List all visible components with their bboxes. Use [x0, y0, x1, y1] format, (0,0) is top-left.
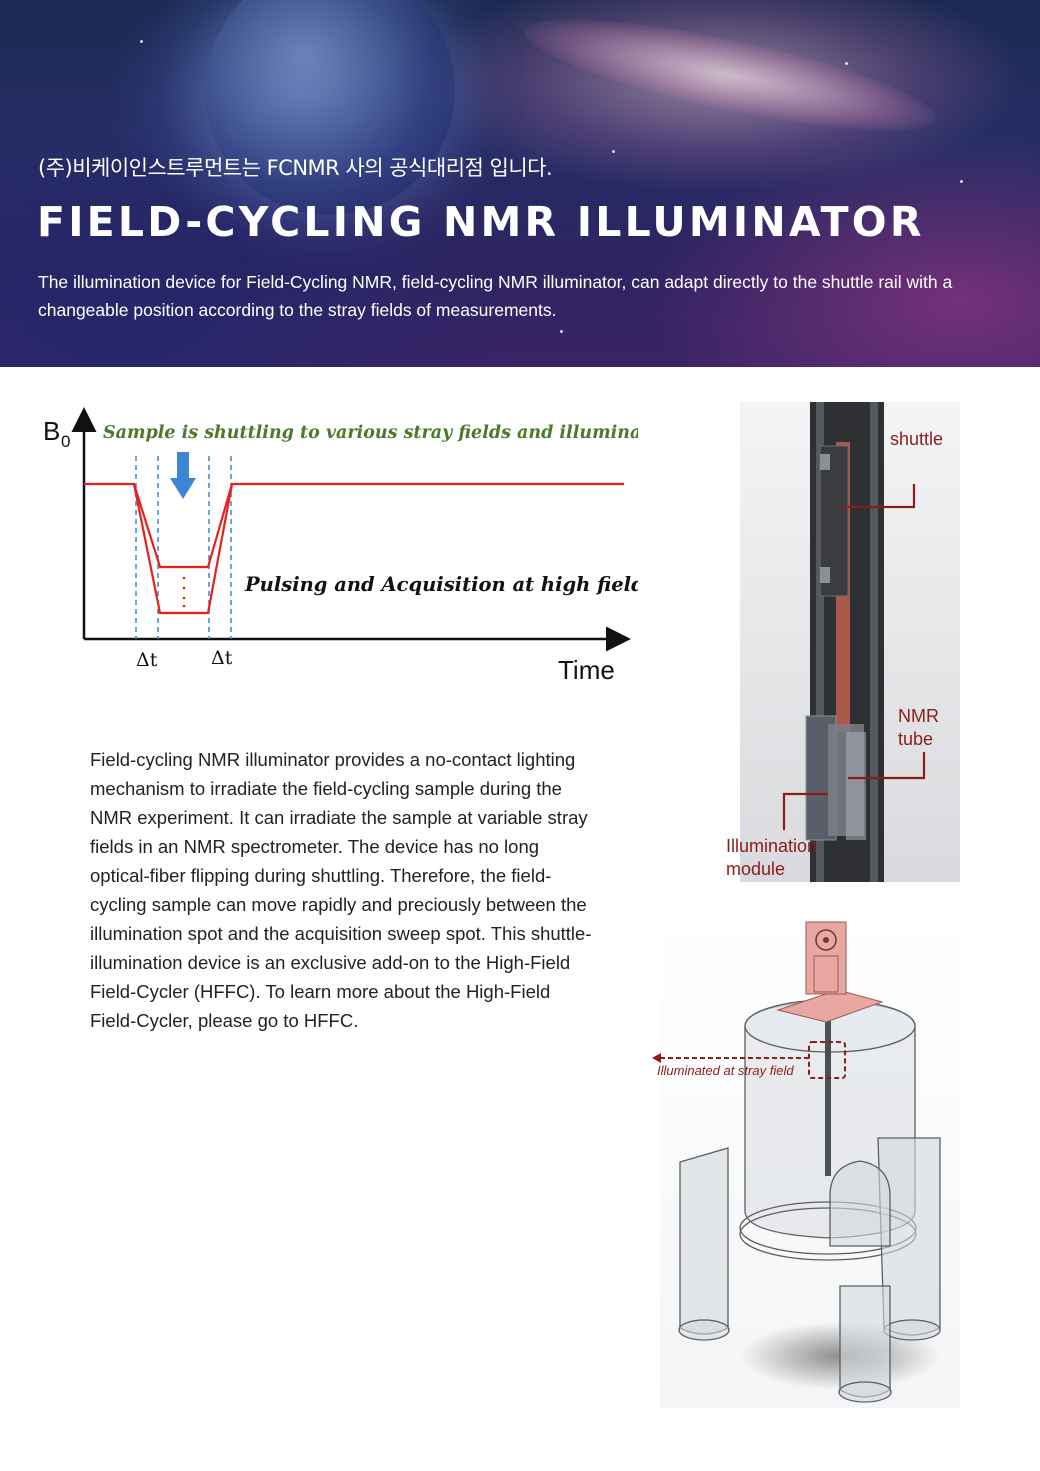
delta-t-right: Δt: [211, 647, 233, 669]
field-cycling-diagram: B 0 Time Sample is shuttling to various …: [38, 400, 638, 700]
caption-acquisition: Pulsing and Acquisition at high field: [244, 573, 638, 596]
y-axis-label-subscript: 0: [61, 432, 70, 451]
nmr-leader-line: [848, 752, 926, 780]
illumination-leader-line: [782, 792, 828, 830]
stray-field-highlight: [808, 1041, 846, 1079]
intermediate-levels: [182, 576, 186, 608]
star-dot: [560, 330, 563, 333]
y-axis-label: B: [43, 416, 60, 446]
x-axis-label: Time: [558, 655, 615, 685]
star-dot: [612, 150, 615, 153]
star-dot: [960, 180, 963, 183]
magnet-legs: [678, 1137, 941, 1403]
top-mount: [776, 921, 884, 1023]
hero-description: The illumination device for Field-Cyclin…: [38, 272, 953, 320]
magnet-figure: Illuminated at stray field: [650, 916, 960, 1408]
caption-shuttling: Sample is shuttling to various stray fie…: [103, 423, 638, 443]
field-curve-low: [84, 482, 624, 615]
page-title: FIELD-CYCLING NMR ILLUMINATOR: [37, 198, 925, 246]
star-dot: [140, 40, 143, 43]
label-nmr-line2: tube: [898, 729, 934, 749]
sample-tube: [825, 1008, 831, 1176]
label-nmr-line1: NMR: [898, 706, 939, 726]
label-shuttle: shuttle: [890, 429, 944, 449]
arrow-head-icon: [652, 1053, 661, 1063]
shuttle-leader-line: [842, 484, 916, 509]
hero-banner: (주)비케이인스트루먼트는 FCNMR 사의 공식대리점 입니다. FIELD-…: [0, 0, 1040, 367]
label-illumination-line1: Illumination: [726, 836, 818, 856]
stray-field-label: Illuminated at stray field: [657, 1063, 794, 1078]
distributor-notice: (주)비케이인스트루먼트는 FCNMR 사의 공식대리점 입니다.: [38, 156, 553, 180]
label-illumination-line2: module: [726, 859, 786, 879]
diagram-svg: B 0 Time Sample is shuttling to various …: [43, 407, 638, 685]
star-dot: [845, 62, 848, 65]
shuttle-rail-figure: shuttle NMR tube Illumination module: [724, 402, 964, 884]
rail-drawing: [782, 402, 926, 882]
nebula-streak: [517, 0, 943, 153]
product-description: Field-cycling NMR illuminator provides a…: [90, 749, 592, 1031]
magnet-drawing: [652, 921, 941, 1403]
field-curve-high: [132, 483, 234, 569]
planet-graphic: [205, 0, 455, 215]
delta-t-left: Δt: [136, 649, 158, 671]
shuttle-down-arrow-icon: [170, 452, 196, 499]
mount-wheel-icon: [815, 929, 837, 951]
